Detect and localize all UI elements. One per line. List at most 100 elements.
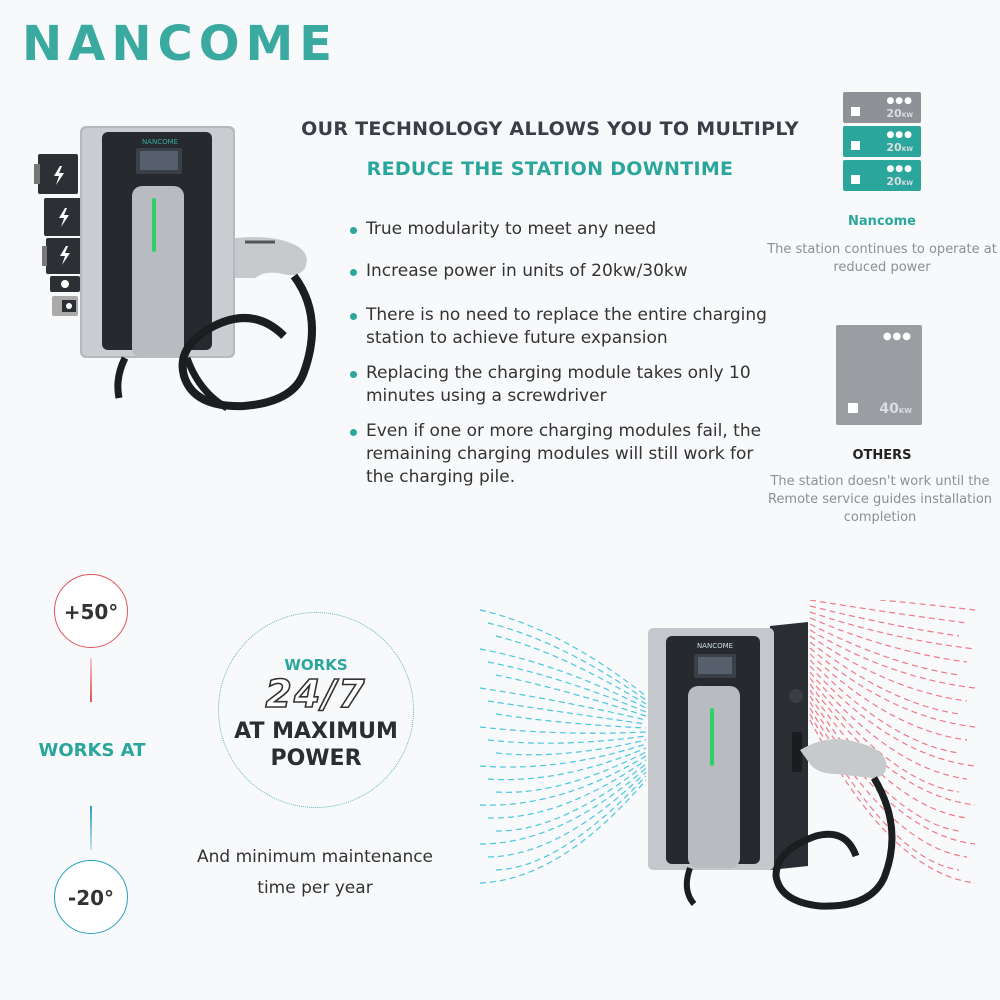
cold-airflow-line — [495, 763, 647, 832]
downtime-headline: REDUCE THE STATION DOWNTIME — [366, 158, 734, 180]
hot-airflow-line — [809, 701, 976, 845]
cold-airflow-line — [479, 726, 647, 734]
module-dots-icon: ●●● — [886, 96, 913, 106]
others-comparison-description: The station doesn't work until the Remot… — [767, 474, 993, 525]
charger-product-image-top: NANCOME — [34, 126, 316, 412]
bullet-dot-icon — [350, 371, 357, 378]
cold-airflow-line — [487, 747, 647, 781]
module-dots-icon: ●●● — [886, 164, 913, 174]
badge-line-power: POWER — [270, 746, 362, 771]
extracted-module-2 — [44, 198, 82, 236]
bullet-dot-icon — [350, 313, 357, 320]
hot-airflow-line — [809, 677, 960, 793]
feature-text: Even if one or more charging modules fai… — [366, 421, 762, 487]
module-dots-icon: ●●● — [886, 130, 913, 140]
maintenance-line-2: time per year — [257, 878, 373, 898]
module-power-label: 40KW — [879, 401, 912, 417]
brand-logo-mark: NANCOME — [22, 16, 332, 72]
badge-24-7-text: 24/7 — [265, 671, 367, 717]
feature-text: There is no need to replace the entire c… — [366, 305, 767, 348]
module-slot-icon — [848, 403, 858, 413]
nancome-module-1: ●●● 20KW — [843, 92, 921, 123]
status-led — [152, 198, 156, 252]
maintenance-text: And minimum maintenance time per year — [180, 842, 450, 904]
extracted-module-5 — [52, 296, 78, 316]
cold-airflow-line — [479, 687, 647, 721]
cold-airflow-line — [479, 648, 647, 709]
hot-airflow-line — [809, 671, 968, 780]
hot-airflow-line — [809, 623, 960, 676]
nancome-module-2: ●●● 20KW — [843, 126, 921, 157]
cold-airflow-line — [487, 759, 647, 819]
cold-airflow-line — [495, 713, 647, 729]
hot-airflow-line — [809, 635, 968, 702]
hot-airflow-line — [809, 605, 960, 637]
cold-airflow-line — [495, 739, 647, 756]
cold-airflow-line — [495, 775, 647, 871]
bullet-dot-icon — [350, 269, 357, 276]
extracted-module-3 — [42, 238, 82, 274]
cold-airflow-line — [479, 609, 647, 697]
extracted-module-4 — [50, 276, 80, 292]
cold-airflow-line — [495, 674, 647, 717]
uptime-badge — [218, 612, 414, 808]
hot-range-line — [90, 658, 92, 702]
cold-airflow-line — [487, 622, 647, 701]
module-power-label: 20KW — [886, 107, 913, 120]
module-slot-icon — [851, 175, 860, 184]
feature-text: True modularity to meet any need — [366, 219, 657, 239]
hot-airflow-line — [809, 653, 968, 741]
nancome-comparison-title: Nancome — [848, 214, 916, 229]
badge-line-at-maximum: AT MAXIMUM — [234, 719, 398, 744]
brand-logo-text: NANCOME — [22, 16, 332, 72]
hot-airflow-line — [809, 659, 960, 754]
brand-logo: NANCOME — [22, 14, 332, 72]
feature-text: Replacing the charging module takes only… — [366, 363, 751, 406]
nancome-comparison-description: The station continues to operate at redu… — [767, 242, 997, 275]
cold-airflow-line — [487, 700, 647, 725]
cold-range-line — [90, 806, 92, 850]
cold-airflow-lines — [479, 609, 647, 884]
charger-product-image-bottom: NANCOME — [648, 622, 896, 910]
hot-airflow-line — [809, 713, 960, 871]
hot-airflow-line — [809, 629, 976, 689]
hot-airflow-line — [809, 689, 968, 819]
others-module: ●●● 40KW — [836, 325, 922, 425]
cold-airflow-line — [495, 751, 647, 793]
cold-airflow-line — [487, 735, 647, 744]
min-temperature: -20° — [54, 860, 128, 934]
badge-works-text: WORKS — [284, 656, 348, 674]
hot-airflow-line — [809, 641, 960, 715]
hot-airflow-line — [874, 600, 976, 611]
works-at-label: WORKS AT — [38, 740, 146, 761]
feature-text: Increase power in units of 20kw/30kw — [366, 261, 688, 281]
maintenance-line-1: And minimum maintenance — [196, 847, 434, 867]
module-power-label: 20KW — [886, 141, 913, 154]
module-power-label: 20KW — [886, 175, 913, 188]
others-comparison-title: OTHERS — [852, 448, 912, 463]
hot-airflow-line — [809, 695, 960, 832]
charger-top-brand-label: NANCOME — [142, 138, 178, 146]
module-slot-icon — [851, 107, 860, 116]
hot-airflow-line — [809, 683, 976, 806]
badge-max-power-text: AT MAXIMUM POWER — [218, 718, 414, 772]
feature-item: There is no need to replace the entire c… — [350, 304, 780, 362]
max-temperature: +50° — [54, 574, 128, 648]
extracted-module-1 — [34, 154, 78, 194]
feature-item: Even if one or more charging modules fai… — [350, 420, 780, 489]
status-led — [710, 708, 714, 766]
module-slot-icon — [851, 141, 860, 150]
cold-airflow-line — [487, 661, 647, 713]
cold-airflow-line — [479, 767, 647, 845]
charger-airflow-illustration: NANCOME — [479, 600, 976, 910]
cold-airflow-line — [479, 779, 647, 884]
hot-airflow-line — [809, 600, 968, 624]
bullet-dot-icon — [350, 227, 357, 234]
hot-airflow-line — [809, 617, 968, 663]
feature-item: Increase power in units of 20kw/30kw — [350, 260, 780, 304]
cold-airflow-line — [479, 755, 647, 806]
charger-bottom-brand-label: NANCOME — [697, 642, 733, 650]
feature-item: True modularity to meet any need — [350, 218, 780, 260]
technology-headline: OUR TECHNOLOGY ALLOWS YOU TO MULTIPLY — [301, 118, 799, 140]
hot-airflow-line — [809, 611, 976, 650]
